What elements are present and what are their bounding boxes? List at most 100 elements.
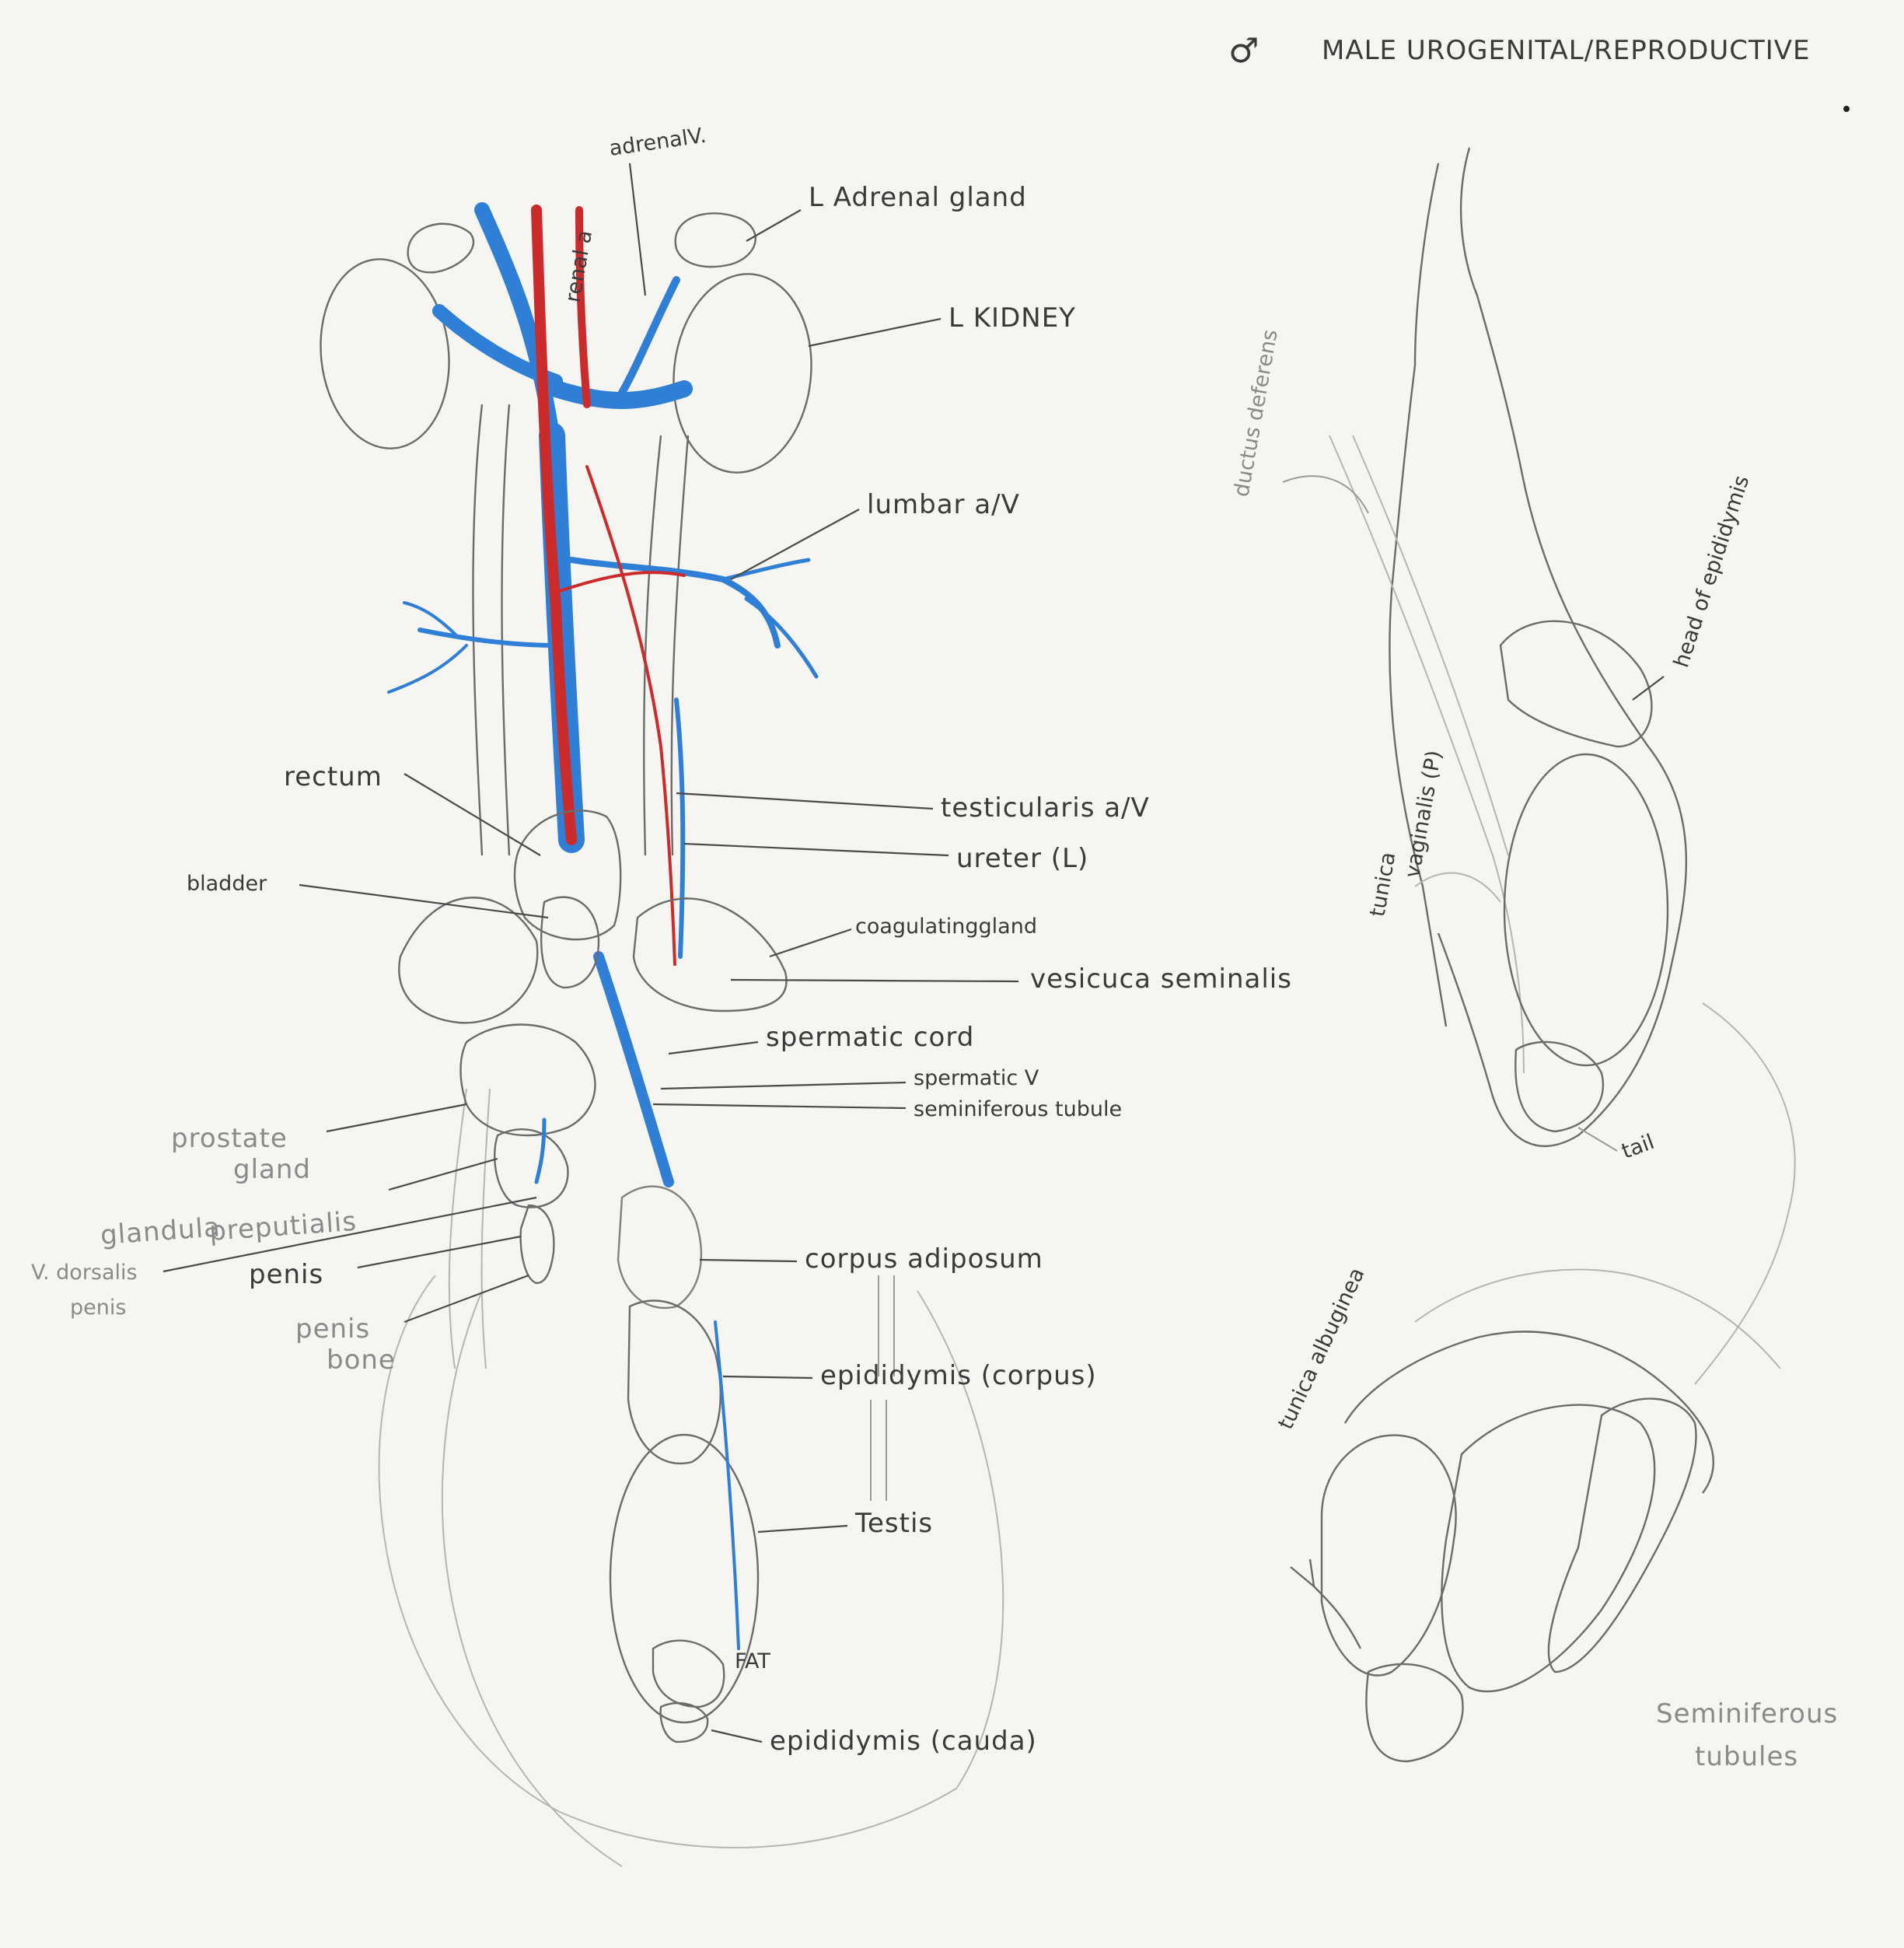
ink-dot <box>1843 106 1850 112</box>
sketch-lower-tubules-mass <box>1441 1404 1656 1693</box>
label-renal-a: renal a <box>561 229 597 304</box>
label-adrenal-v: adrenalV. <box>608 124 708 161</box>
leader-spermatic-v <box>660 1081 907 1090</box>
male-symbol-icon: ♂ <box>1228 31 1260 71</box>
label-testis: Testis <box>854 1508 933 1539</box>
leader-head-of-epididymis <box>1632 676 1665 701</box>
sketch-upper-ductus <box>1329 435 1525 1074</box>
right-spermatic-line-2 <box>480 1088 491 1369</box>
leader-corpus-adiposum <box>699 1258 798 1263</box>
sketch-upper-outline-right <box>1437 147 1687 1147</box>
lumbar-vein-right <box>417 628 562 648</box>
title-block: ♂ MALE UROGENITAL/REPRODUCTIVE <box>1228 31 1850 112</box>
spermatic-vein <box>593 951 674 1187</box>
arrow-icon <box>1290 1558 1315 1589</box>
leader-epididymis-corpus <box>722 1375 813 1380</box>
label-tunica: tunica <box>1365 850 1400 918</box>
leader-tail <box>1577 1127 1618 1152</box>
leader-seminiferous-tubule <box>652 1103 907 1110</box>
right-adrenal-gland <box>407 222 475 274</box>
label-seminiferous: Seminiferous <box>1656 1698 1838 1729</box>
sketch-lower-tunica-curve <box>1414 1268 1781 1369</box>
upper-sketch-labels: ductus deferens head of epididymis tunic… <box>1229 328 1796 1385</box>
leader-penis <box>357 1235 522 1269</box>
leader-adrenal-v <box>628 163 647 296</box>
label-v-dorsalis: V. dorsalis <box>31 1261 138 1285</box>
bladder <box>540 896 600 989</box>
label-vesicula-seminalis: vesicuca seminalis <box>1030 964 1292 995</box>
label-penis-bone-2: bone <box>327 1345 396 1376</box>
main-urogenital-figure <box>320 202 1004 1867</box>
penis <box>519 1204 555 1285</box>
corpus-adiposum <box>617 1185 703 1310</box>
sketch-lower-base <box>1365 1663 1464 1763</box>
epididymis-cauda <box>659 1701 709 1743</box>
label-glandula-preputialis: preputialis <box>208 1206 358 1247</box>
leader-ductus-deferens <box>1282 475 1369 514</box>
testicular-artery <box>585 465 676 966</box>
sketch-upper-testis <box>1503 753 1669 1067</box>
ureter-left-outer <box>670 435 690 856</box>
sketch-lower-arrow-line <box>1313 1586 1362 1649</box>
label-seminiferous-tubules: tubules <box>1695 1741 1798 1772</box>
sketch-lower-left-lobe <box>1320 1434 1457 1677</box>
leader-bladder <box>299 883 549 919</box>
leader-lumbar-av <box>730 509 860 580</box>
connecting-curve <box>1694 1002 1796 1385</box>
lumbar-vein-branch-2 <box>744 596 819 679</box>
prostate-gland <box>459 1023 596 1137</box>
main-labels: adrenalV. renal a L Adrenal gland L KIDN… <box>31 124 1292 1757</box>
right-kidney <box>320 258 450 449</box>
label-seminiferous-tubule: seminiferous tubule <box>914 1097 1122 1121</box>
label-prostate-gland: gland <box>233 1154 311 1185</box>
bracket-lines-lower <box>870 1400 887 1501</box>
bracket-lines-upper <box>878 1275 895 1376</box>
leader-epididymis-cauda <box>711 1729 763 1743</box>
testicular-vein <box>674 698 686 959</box>
leader-spermatic-cord <box>668 1040 759 1055</box>
sketch-upper-outline-left <box>1389 163 1448 1027</box>
label-l-kidney: L KIDNEY <box>949 303 1076 334</box>
sketch-lower-right-lobe <box>1547 1397 1697 1673</box>
lumbar-vein-right-branch-2 <box>387 644 468 694</box>
adrenal-vein-left <box>618 276 680 397</box>
label-ureter-l: ureter (L) <box>956 843 1088 874</box>
label-coagulating-gland: coagulatinggland <box>855 915 1037 939</box>
label-prostate: prostate <box>171 1123 288 1154</box>
lumbar-vein-branch-1 <box>721 558 811 582</box>
ureter-left-inner <box>643 435 662 856</box>
label-testicularis-av: testicularis a/V <box>941 792 1150 824</box>
fat-pad <box>652 1639 725 1708</box>
label-ductus-deferens: ductus deferens <box>1229 328 1282 499</box>
testis <box>609 1433 760 1724</box>
label-v-dorsalis-penis: penis <box>70 1296 126 1320</box>
ureter-right-outer <box>472 404 484 856</box>
leader-glandula <box>388 1157 498 1191</box>
label-l-adrenal-gland: L Adrenal gland <box>809 182 1027 213</box>
left-adrenal-gland <box>674 212 756 268</box>
label-tail: tail <box>1619 1130 1658 1164</box>
label-epididymis-cauda: epididymis (cauda) <box>770 1726 1037 1757</box>
v-dorsalis-penis <box>534 1117 547 1184</box>
leader-l-adrenal-gland <box>746 209 802 242</box>
leader-v-dorsalis <box>162 1196 537 1273</box>
label-corpus-adiposum: corpus adiposum <box>805 1243 1043 1275</box>
leader-testis <box>757 1524 848 1534</box>
renal-vein-left <box>547 380 693 409</box>
left-kidney <box>673 273 812 474</box>
label-rectum: rectum <box>284 761 383 792</box>
label-spermatic-cord: spermatic cord <box>766 1022 974 1053</box>
right-spermatic-line <box>448 1088 467 1369</box>
glandula-preputialis <box>493 1128 569 1208</box>
label-penis-bone-1: penis <box>295 1313 370 1345</box>
testis-sketch-lower <box>1290 1268 1781 1763</box>
left-vesicula-seminalis <box>632 897 788 1012</box>
testis-sketch-upper <box>1329 147 1687 1147</box>
scrotum-inner-line <box>441 1290 623 1867</box>
leader-l-kidney <box>808 317 942 348</box>
leader-vesicula-seminalis <box>730 978 1019 983</box>
leader-prostate <box>326 1103 467 1133</box>
label-fat: FAT <box>735 1649 770 1673</box>
